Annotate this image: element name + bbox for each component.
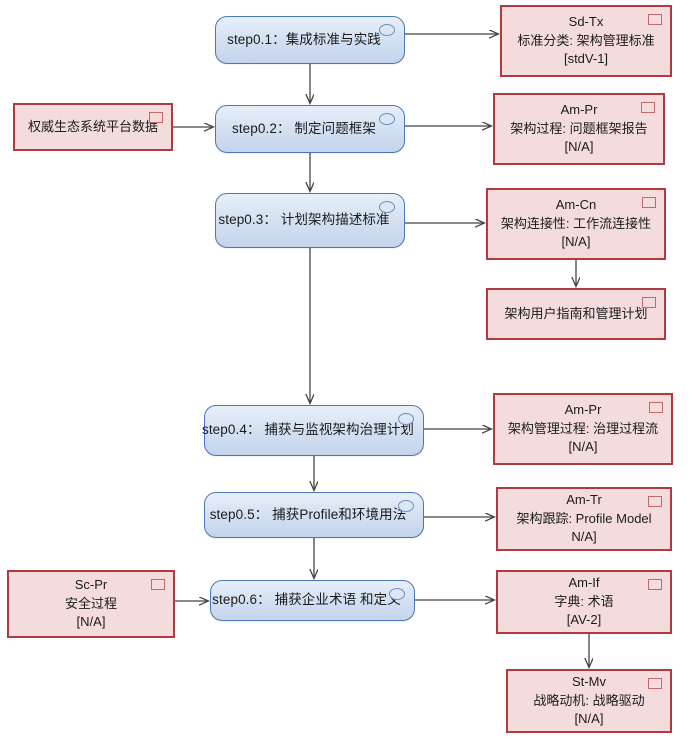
artifact-title: Am-Tr xyxy=(566,491,602,507)
artifact-description: 权威生态系统平台数据 xyxy=(27,118,158,134)
artifact-description: 战略动机: 战略驱动 xyxy=(533,692,645,708)
activity-oval-icon xyxy=(389,588,405,600)
artifact-title: Sc-Pr xyxy=(74,576,108,592)
artifact-rect-icon xyxy=(641,102,655,113)
artifact-code: [AV-2] xyxy=(566,612,602,628)
step-node-label: step0.1：集成标准与实践 xyxy=(227,31,381,47)
artifact-code: [N/A] xyxy=(564,139,594,155)
artifact-node-sdtx[interactable]: Sd-Tx 标准分类: 架构管理标准 [stdV-1] xyxy=(500,5,672,77)
step-node-step03[interactable]: step0.3： 计划架构描述标准 xyxy=(215,193,405,248)
artifact-code: [N/A] xyxy=(568,439,598,455)
artifact-rect-icon xyxy=(151,579,165,590)
artifact-code: N/A] xyxy=(571,529,597,545)
artifact-node-stmv[interactable]: St-Mv 战略动机: 战略驱动 [N/A] xyxy=(506,669,672,733)
artifact-description: 标准分类: 架构管理标准 xyxy=(517,32,655,48)
step-node-step01[interactable]: step0.1：集成标准与实践 xyxy=(215,16,405,64)
artifact-description: 架构用户指南和管理计划 xyxy=(504,305,648,321)
artifact-node-scpr[interactable]: Sc-Pr 安全过程 [N/A] xyxy=(7,570,175,638)
artifact-title: Am-If xyxy=(568,574,600,590)
artifact-rect-icon xyxy=(648,14,662,25)
artifact-node-guide[interactable]: 架构用户指南和管理计划 xyxy=(486,288,666,340)
artifact-description: 架构跟踪: Profile Model xyxy=(516,510,652,526)
artifact-rect-icon xyxy=(648,496,662,507)
step-node-label: step0.4： 捕获与监视架构治理计划 xyxy=(201,422,415,438)
artifact-description: 字典: 术语 xyxy=(554,593,614,609)
step-node-step05[interactable]: step0.5： 捕获Profile和环境用法 xyxy=(204,492,424,538)
artifact-title: Sd-Tx xyxy=(568,13,604,29)
artifact-description: 架构连接性: 工作流连接性 xyxy=(500,215,652,231)
artifact-rect-icon xyxy=(149,112,163,123)
artifact-description: 架构过程: 问题框架报告 xyxy=(510,120,648,136)
artifact-rect-icon xyxy=(642,297,656,308)
activity-oval-icon xyxy=(379,113,395,125)
artifact-rect-icon xyxy=(649,402,663,413)
artifact-node-amcn[interactable]: Am-Cn 架构连接性: 工作流连接性 [N/A] xyxy=(486,188,666,260)
step-node-label: step0.2： 制定问题框架 xyxy=(231,120,377,136)
artifact-rect-icon xyxy=(642,197,656,208)
step-node-step06[interactable]: step0.6： 捕获企业术语 和定义 xyxy=(210,580,415,621)
activity-oval-icon xyxy=(379,201,395,213)
artifact-description: 架构管理过程: 治理过程流 xyxy=(507,420,659,436)
artifact-rect-icon xyxy=(648,678,662,689)
activity-oval-icon xyxy=(379,24,395,36)
artifact-description: 安全过程 xyxy=(64,595,117,611)
activity-oval-icon xyxy=(398,413,414,425)
artifact-title: Am-Pr xyxy=(564,401,602,417)
artifact-node-ampr2[interactable]: Am-Pr 架构管理过程: 治理过程流 [N/A] xyxy=(493,393,673,465)
activity-oval-icon xyxy=(398,500,414,512)
artifact-node-platform[interactable]: 权威生态系统平台数据 xyxy=(13,103,173,151)
artifact-title: St-Mv xyxy=(572,673,606,689)
artifact-title: Am-Pr xyxy=(560,101,598,117)
artifact-node-amtr[interactable]: Am-Tr 架构跟踪: Profile Model N/A] xyxy=(496,487,672,551)
artifact-node-amif[interactable]: Am-If 字典: 术语 [AV-2] xyxy=(496,570,672,634)
step-node-label: step0.5： 捕获Profile和环境用法 xyxy=(209,506,407,522)
artifact-code: [N/A] xyxy=(574,711,604,727)
artifact-rect-icon xyxy=(648,579,662,590)
artifact-code: [stdV-1] xyxy=(563,51,609,67)
step-node-label: step0.3： 计划架构描述标准 xyxy=(218,212,390,228)
step-node-step02[interactable]: step0.2： 制定问题框架 xyxy=(215,105,405,153)
artifact-title: Am-Cn xyxy=(555,196,597,212)
artifact-code: [N/A] xyxy=(561,234,591,250)
step-node-step04[interactable]: step0.4： 捕获与监视架构治理计划 xyxy=(202,405,424,456)
step-node-label: step0.6： 捕获企业术语 和定义 xyxy=(212,592,401,608)
artifact-node-ampr1[interactable]: Am-Pr 架构过程: 问题框架报告 [N/A] xyxy=(493,93,665,165)
artifact-code: [N/A] xyxy=(76,614,106,630)
